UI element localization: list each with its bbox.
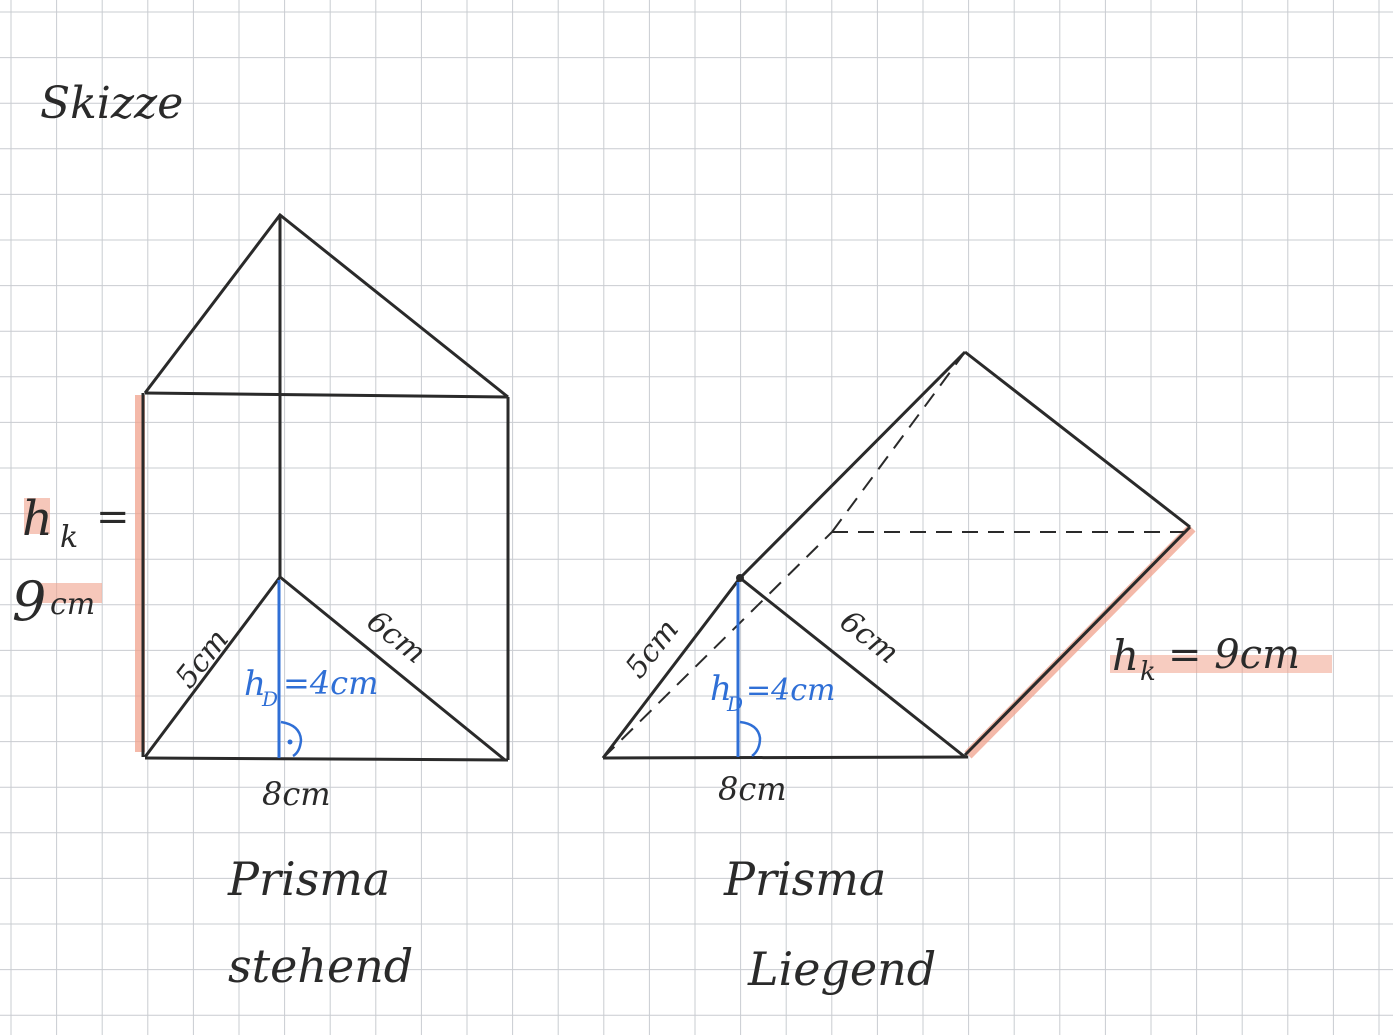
top-base-edge	[144, 391, 509, 399]
height-label-h: h	[22, 491, 53, 547]
hk-highlight	[24, 498, 50, 534]
sketch-title: Skizze	[40, 78, 183, 129]
lying-height-value: = 9cm	[1168, 632, 1300, 678]
height-label-sub: k	[60, 520, 78, 555]
nine-highlight	[40, 583, 102, 603]
bottom-right-edge	[963, 525, 1192, 757]
top-triangle	[143, 212, 509, 399]
left-h-value: =4cm	[283, 664, 378, 702]
lying-height-sub: k	[1140, 657, 1156, 687]
lying-right-angle-mark	[739, 720, 762, 757]
left-h-symbol: h	[244, 664, 266, 704]
height-label-unit: cm	[50, 587, 95, 622]
lying-height-h: h	[1112, 631, 1139, 680]
right-caption-line1: Prisma	[723, 852, 886, 906]
right-h-symbol: h	[710, 669, 732, 709]
far-right-edge	[964, 350, 1191, 529]
left-base-label: 8cm	[262, 775, 331, 813]
front-base-edge	[602, 755, 969, 760]
apex-dot	[736, 574, 744, 582]
left-caption-line1: Prisma	[227, 852, 390, 906]
lying-hk-highlight	[1110, 655, 1332, 673]
right-side-a-label: 5cm	[619, 613, 686, 685]
prism-lying	[601, 350, 1196, 760]
height-label-9: 9	[12, 570, 46, 633]
hidden-back-edge	[831, 351, 966, 533]
bottom-base-edge	[144, 756, 509, 762]
right-base-label: 8cm	[718, 770, 787, 808]
bottom-triangle-sides	[143, 574, 506, 762]
right-angle-mark	[280, 720, 303, 758]
left-h-sub: D	[261, 687, 278, 711]
lying-height-highlight	[964, 524, 1196, 759]
left-side-a-label: 5cm	[169, 623, 236, 695]
right-h-value: =4cm	[746, 673, 835, 708]
left-caption-line2: stehend	[228, 939, 413, 993]
prism-standing	[135, 212, 510, 762]
right-angle-dot	[287, 739, 293, 745]
right-caption-line2: Liegend	[747, 942, 936, 996]
right-h-sub: D	[726, 692, 743, 716]
height-label-eq: =	[96, 494, 130, 540]
hidden-diagonal-edge	[602, 531, 833, 759]
top-back-edge	[738, 350, 967, 580]
